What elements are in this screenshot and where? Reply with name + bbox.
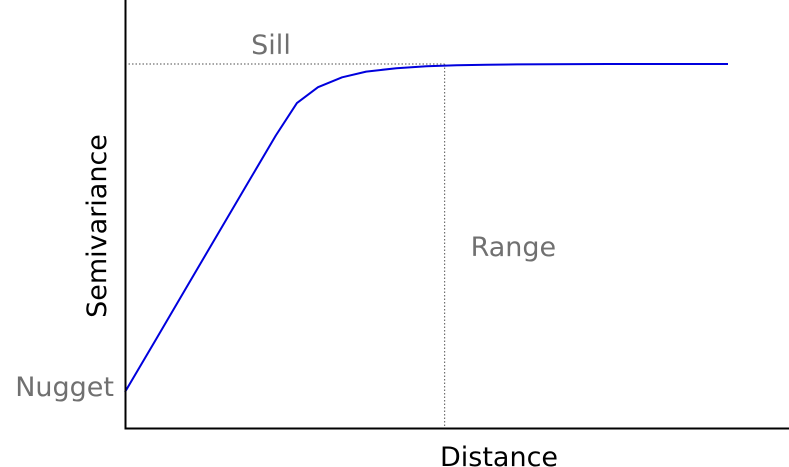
y-axis-label: Semivariance (82, 134, 113, 318)
nugget-label: Nugget (15, 372, 114, 403)
sill-label: Sill (251, 30, 291, 61)
guide-lines (125, 63, 446, 428)
x-axis-label: Distance (440, 442, 558, 467)
semivariance-curve-0 (124, 63, 728, 393)
series-group (124, 63, 728, 393)
range-label: Range (471, 232, 557, 263)
